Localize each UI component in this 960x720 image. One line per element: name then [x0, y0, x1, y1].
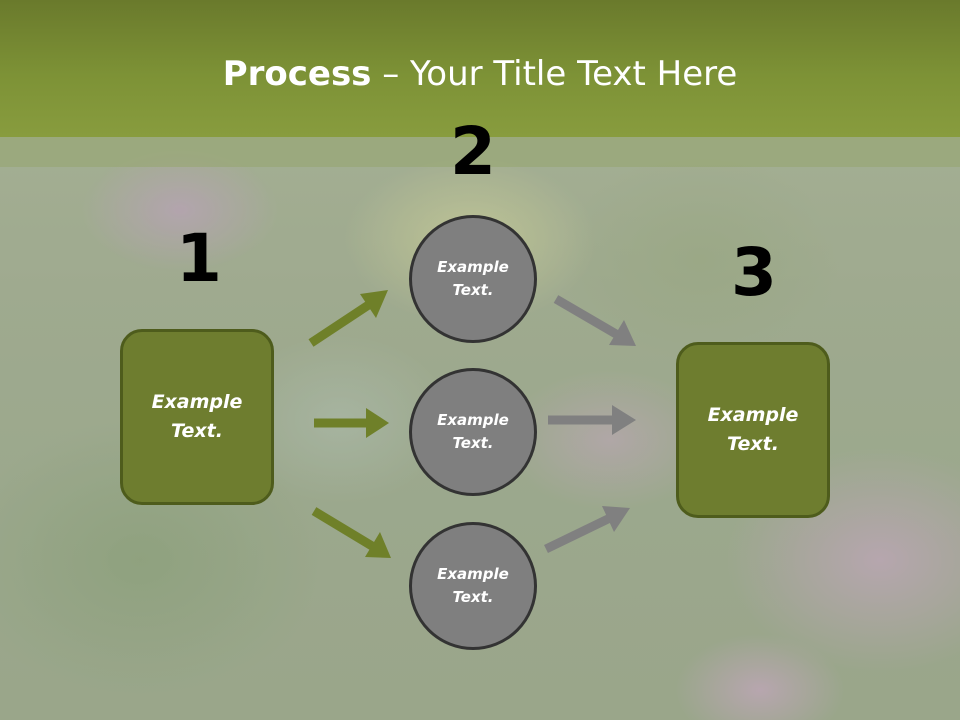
title-bar-band	[0, 137, 960, 167]
process-circle-3[interactable]: Example Text.	[409, 522, 537, 650]
process-box-end-text: Example Text.	[707, 404, 799, 455]
process-box-start-text: Example Text.	[151, 391, 243, 442]
process-circle-2-text: Example Text.	[437, 411, 509, 452]
slide-title[interactable]: Process – Your Title Text Here	[0, 52, 960, 96]
arrow-from-circle-1	[553, 295, 636, 346]
process-circle-1-text: Example Text.	[437, 258, 509, 299]
arrow-to-circle-1	[308, 290, 388, 347]
process-circle-2[interactable]: Example Text.	[409, 368, 537, 496]
title-bold: Process	[222, 54, 372, 94]
arrow-to-circle-3	[311, 507, 391, 558]
process-box-end[interactable]: Example Text.	[676, 342, 830, 518]
title-rest: – Your Title Text Here	[371, 54, 738, 94]
step-number-1: 1	[176, 220, 222, 297]
title-bar	[0, 0, 960, 137]
step-number-2: 2	[450, 113, 496, 190]
process-circle-1[interactable]: Example Text.	[409, 215, 537, 343]
arrow-from-circle-3	[544, 506, 630, 554]
step-number-3: 3	[731, 234, 777, 311]
process-box-start[interactable]: Example Text.	[120, 329, 274, 505]
process-circle-3-text: Example Text.	[437, 565, 509, 606]
arrow-to-circle-2	[314, 408, 389, 438]
arrow-from-circle-2	[548, 405, 636, 435]
